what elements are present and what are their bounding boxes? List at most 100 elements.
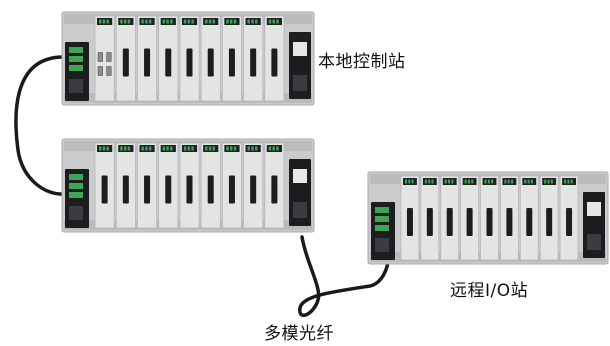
io-terminal-pin bbox=[276, 146, 279, 151]
io-terminal-pin bbox=[102, 19, 106, 24]
controller-terminal-block bbox=[375, 207, 389, 213]
io-terminal-pin bbox=[484, 179, 487, 184]
controller-port bbox=[375, 238, 389, 252]
io-terminal-pin bbox=[106, 146, 109, 151]
io-terminal-pin bbox=[487, 179, 490, 184]
io-terminal-pin bbox=[230, 19, 233, 24]
io-connector bbox=[446, 208, 453, 236]
io-terminal-pin bbox=[233, 19, 237, 24]
io-module bbox=[94, 15, 115, 102]
io-terminal-pin bbox=[272, 146, 275, 151]
io-terminal-pin bbox=[166, 146, 169, 151]
io-terminal-pin bbox=[127, 146, 131, 151]
io-terminal-pin bbox=[226, 19, 229, 24]
io-terminal-pin bbox=[564, 179, 567, 184]
io-terminal-pin bbox=[511, 179, 513, 184]
io-terminal-pin bbox=[251, 146, 254, 151]
controller-terminal-block bbox=[69, 65, 83, 71]
power-module-label-plate bbox=[587, 202, 601, 216]
io-connector bbox=[122, 175, 129, 204]
io-connector bbox=[228, 175, 235, 204]
io-terminal-pin bbox=[99, 19, 102, 24]
io-terminal-pin bbox=[448, 179, 451, 184]
io-terminal-pin bbox=[191, 146, 194, 151]
rack-local-top bbox=[61, 11, 315, 106]
io-terminal-pin bbox=[148, 146, 152, 151]
io-terminal-pin bbox=[530, 179, 533, 184]
power-module-connector bbox=[587, 234, 601, 250]
io-terminal-pin bbox=[268, 146, 272, 151]
io-connector bbox=[271, 175, 278, 204]
io-terminal-pin bbox=[205, 19, 208, 24]
io-terminal-pin bbox=[247, 19, 250, 24]
ethernet-port bbox=[97, 66, 103, 76]
io-terminal-pin bbox=[120, 146, 123, 151]
io-terminal-pin bbox=[251, 19, 254, 24]
io-connector bbox=[207, 48, 214, 77]
io-terminal-pin bbox=[99, 146, 102, 151]
io-terminal-pin bbox=[123, 146, 127, 151]
io-terminal-pin bbox=[230, 146, 233, 151]
io-terminal-pin bbox=[145, 146, 148, 151]
power-module-label-plate bbox=[293, 42, 307, 56]
ethernet-port bbox=[97, 52, 103, 62]
io-connector bbox=[207, 175, 214, 204]
io-terminal-pin bbox=[208, 146, 212, 151]
io-connector bbox=[228, 48, 235, 77]
io-terminal-pin bbox=[212, 146, 215, 151]
io-terminal-pin bbox=[544, 179, 547, 184]
io-terminal-pin bbox=[408, 179, 411, 184]
io-terminal-pin bbox=[464, 179, 467, 184]
io-terminal-pin bbox=[187, 146, 191, 151]
io-terminal-pin bbox=[170, 19, 173, 24]
io-terminal-pin bbox=[162, 146, 166, 151]
io-terminal-pin bbox=[233, 146, 237, 151]
io-terminal-pin bbox=[547, 179, 550, 184]
io-connector bbox=[165, 48, 172, 77]
controller-port bbox=[69, 206, 83, 220]
io-connector bbox=[165, 175, 172, 204]
io-connector bbox=[406, 208, 413, 236]
ethernet-port bbox=[106, 52, 112, 62]
io-terminal-pin bbox=[148, 19, 152, 24]
io-terminal-pin bbox=[268, 19, 272, 24]
io-terminal-pin bbox=[183, 19, 187, 24]
power-module-label-plate bbox=[293, 169, 307, 183]
io-connector bbox=[186, 48, 193, 77]
io-connector bbox=[250, 175, 257, 204]
io-terminal-pin bbox=[162, 19, 166, 24]
io-terminal-pin bbox=[120, 19, 123, 24]
io-connector bbox=[486, 208, 493, 236]
io-connector bbox=[526, 208, 533, 236]
io-connector bbox=[122, 48, 129, 77]
local-control-station-label: 本地控制站 bbox=[318, 52, 406, 72]
io-connector bbox=[506, 208, 513, 236]
io-terminal-pin bbox=[255, 19, 258, 24]
controller-terminal-block bbox=[69, 174, 83, 180]
controller-terminal-block bbox=[375, 225, 389, 231]
io-terminal-pin bbox=[491, 179, 494, 184]
controller-terminal-block bbox=[375, 216, 389, 222]
controller-port bbox=[69, 79, 83, 93]
io-terminal-pin bbox=[102, 146, 106, 151]
rack-local-expansion bbox=[61, 138, 315, 233]
io-terminal-pin bbox=[276, 19, 279, 24]
io-terminal-pin bbox=[141, 146, 144, 151]
io-terminal-pin bbox=[205, 146, 208, 151]
io-terminal-pin bbox=[183, 146, 187, 151]
io-connector bbox=[271, 48, 278, 77]
io-terminal-pin bbox=[567, 179, 570, 184]
multimode-fiber-cable bbox=[298, 235, 390, 318]
io-terminal-pin bbox=[247, 146, 250, 151]
io-terminal-pin bbox=[127, 19, 131, 24]
io-connector bbox=[186, 175, 193, 204]
io-terminal-pin bbox=[504, 179, 507, 184]
io-terminal-pin bbox=[444, 179, 447, 184]
io-terminal-pin bbox=[272, 19, 275, 24]
io-terminal-pin bbox=[106, 19, 109, 24]
io-terminal-pin bbox=[141, 19, 144, 24]
controller-terminal-block bbox=[69, 183, 83, 189]
io-terminal-pin bbox=[451, 179, 454, 184]
controller-terminal-block bbox=[69, 56, 83, 62]
io-terminal-pin bbox=[145, 19, 148, 24]
